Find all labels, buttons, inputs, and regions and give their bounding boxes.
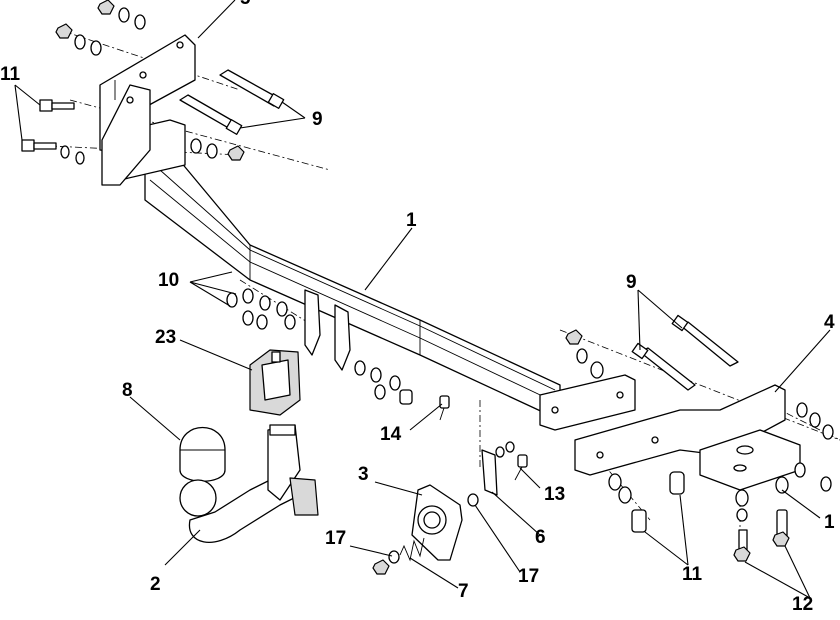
label-part-1: 1: [406, 210, 417, 231]
plate-6: [467, 449, 498, 507]
socket-bracket: [411, 484, 463, 561]
fasteners: [55, 0, 834, 562]
label-part-8: 8: [122, 380, 133, 401]
label-part-11-left: 11: [0, 64, 21, 85]
right-bracket: [539, 374, 801, 491]
label-part-17-right: 17: [518, 566, 539, 587]
short-bolts: [21, 99, 685, 533]
leaders: [14, 0, 831, 599]
label-part-6: 6: [535, 527, 546, 548]
label-part-12: 12: [792, 594, 813, 615]
crossbar: [144, 154, 561, 421]
tow-ball-arm: [179, 424, 319, 543]
label-part-13: 13: [544, 484, 565, 505]
label-part-7: 7: [458, 581, 469, 602]
reinforcement-23: [249, 349, 301, 416]
label-part-15: 1: [824, 512, 835, 533]
label-part-9-right: 9: [626, 272, 637, 293]
label-part-10: 10: [158, 270, 179, 291]
label-part-9-left: 9: [312, 109, 323, 130]
ball-cover-8: [179, 427, 226, 482]
label-part-17-left: 17: [325, 528, 346, 549]
spring-part-7: [372, 537, 425, 575]
label-part-3: 3: [358, 464, 369, 485]
label-part-2: 2: [150, 574, 161, 595]
label-part-23: 23: [155, 327, 176, 348]
long-bolts: [179, 69, 739, 391]
label-part-4: 4: [824, 312, 835, 333]
label-part-5: 5: [240, 0, 251, 9]
left-bracket: [99, 34, 196, 186]
label-part-11-right: 11: [682, 564, 703, 585]
label-part-14: 14: [380, 424, 402, 445]
